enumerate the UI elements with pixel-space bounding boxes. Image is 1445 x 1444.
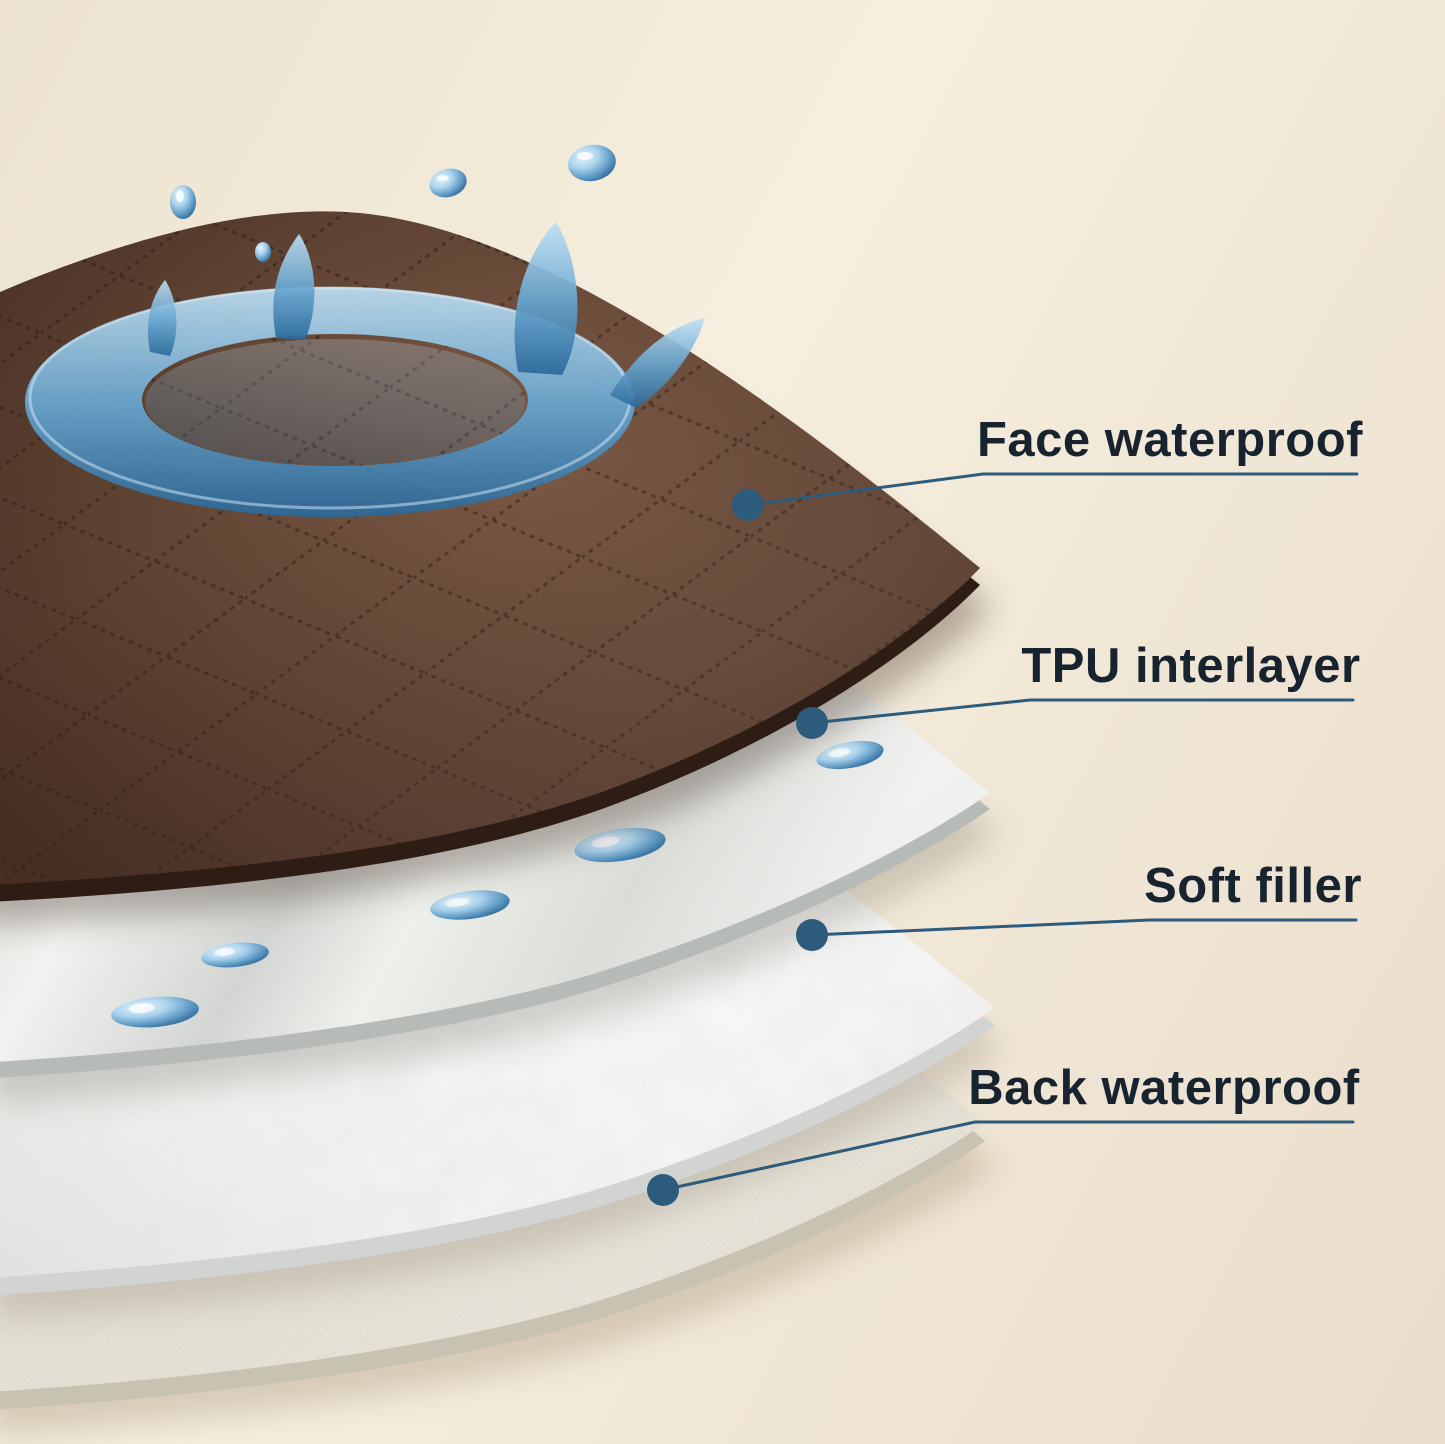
callout-line-back-waterproof — [661, 1120, 1355, 1192]
splash-spike — [610, 318, 705, 408]
droplet-highlight — [591, 836, 620, 848]
splash-spike — [147, 280, 177, 356]
label-face-waterproof: Face waterproof — [977, 413, 1363, 467]
splash-spike — [514, 222, 578, 375]
label-tpu-interlayer: TPU interlayer — [1021, 639, 1360, 693]
labels: Face waterproof TPU interlayer Soft fill… — [968, 413, 1363, 1115]
callout-dot-soft-filler — [796, 919, 828, 951]
water-splash — [24, 144, 705, 518]
droplet-highlight — [437, 175, 449, 181]
splash-pool — [145, 339, 525, 465]
callout-line-face-waterproof — [746, 472, 1359, 507]
callout-dot-face-waterproof — [732, 489, 764, 521]
callouts — [647, 472, 1359, 1206]
water-droplet — [111, 996, 199, 1028]
water-droplet — [430, 890, 510, 920]
callout-dot-back-waterproof — [647, 1174, 679, 1206]
droplet-highlight — [445, 898, 470, 907]
droplet-highlight — [577, 152, 593, 160]
label-soft-filler: Soft filler — [1144, 859, 1362, 913]
tpu-water-droplets — [111, 740, 884, 1028]
callout-dot-tpu-interlayer — [796, 707, 828, 739]
droplet-highlight — [214, 947, 235, 957]
flying-droplet — [429, 168, 467, 198]
water-droplet — [201, 942, 269, 968]
callout-line-tpu-interlayer — [810, 698, 1355, 725]
flying-droplet — [255, 242, 271, 262]
droplet-highlight — [128, 1003, 155, 1014]
callout-line-soft-filler — [810, 918, 1358, 937]
splash-spike — [273, 234, 315, 340]
droplet-highlight — [176, 190, 184, 202]
droplet-highlight — [828, 748, 851, 758]
flying-droplet — [568, 144, 616, 182]
splash-ring — [24, 286, 635, 518]
water-droplet — [816, 740, 884, 770]
flying-droplet — [170, 185, 196, 219]
label-back-waterproof: Back waterproof — [968, 1061, 1360, 1115]
